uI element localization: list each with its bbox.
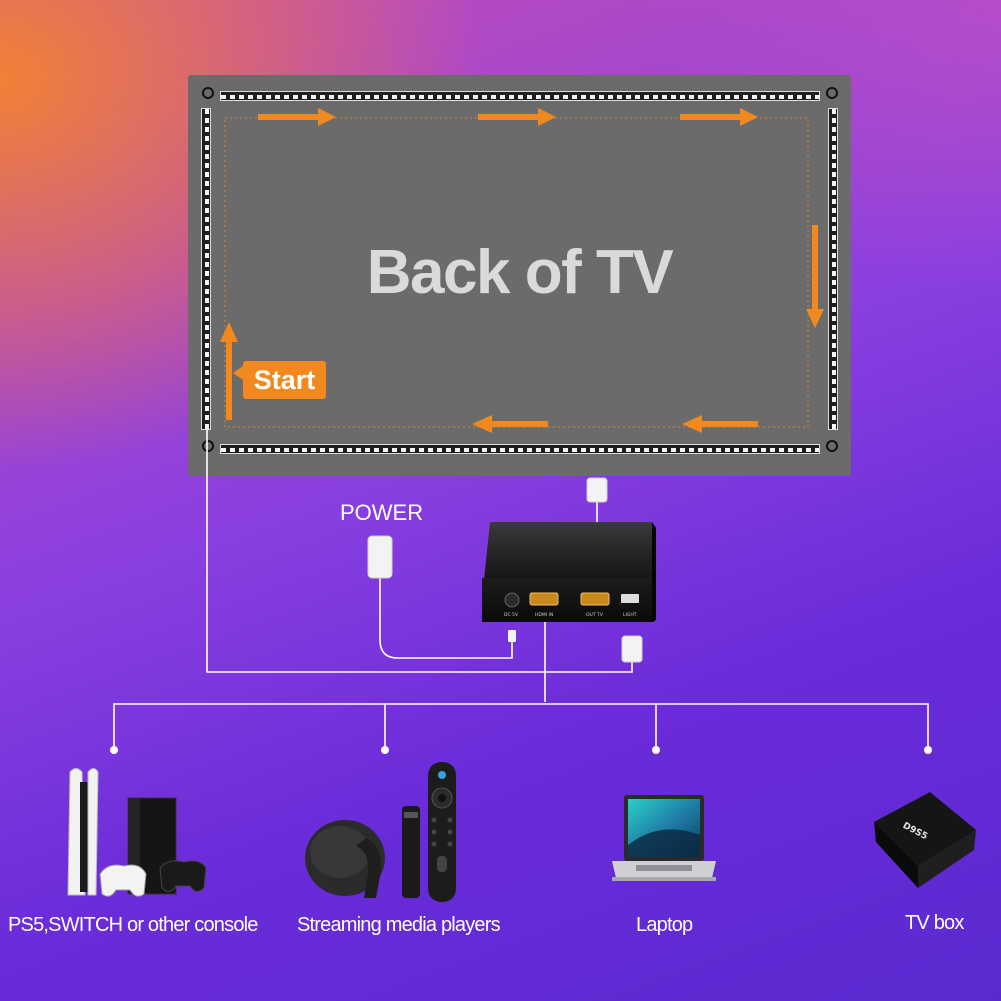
arrow-left-icon — [472, 415, 548, 433]
port-label-light: LIGHT — [623, 612, 637, 618]
hdmi-plug-icon — [586, 477, 608, 503]
corner-clip-icon — [202, 440, 214, 452]
dc-plug-icon — [508, 630, 516, 642]
device-label-laptop: Laptop — [636, 914, 693, 936]
device-label-streaming: Streaming media players — [297, 914, 501, 936]
led-strip-top — [220, 91, 820, 101]
hdmi-out-port-icon — [580, 592, 610, 606]
tv-label: Back of TV — [366, 238, 674, 307]
usb-power-plug-icon — [367, 535, 393, 579]
wires — [113, 430, 929, 752]
arrow-right-icon — [680, 108, 758, 126]
start-badge: Start — [233, 361, 326, 399]
led-strip-left — [201, 108, 211, 430]
port-label-dc: DC 5V — [504, 612, 519, 618]
power-label: POWER — [340, 500, 424, 525]
arrow-right-icon — [258, 108, 336, 126]
power-wire — [379, 578, 513, 659]
led-strip-bottom — [220, 444, 820, 454]
arrow-down-icon — [806, 225, 824, 328]
led-wire — [206, 430, 633, 673]
streaming-player-icon — [305, 762, 456, 902]
sync-box: DC 5V HDMI IN OUT TV LIGHT — [482, 522, 656, 622]
game-console-icon — [67, 768, 207, 897]
dc-port-icon — [504, 592, 520, 608]
wire-endpoints — [110, 746, 932, 754]
source-bus-wire — [113, 703, 929, 752]
start-label: Start — [253, 365, 316, 395]
corner-clip-icon — [826, 440, 838, 452]
port-label-hdmi-out: OUT TV — [586, 612, 604, 618]
tv-box-icon: D9S5 — [874, 792, 976, 888]
led-plug-icon — [621, 635, 643, 663]
direction-arrows — [220, 108, 824, 433]
led-strip-right — [828, 108, 838, 430]
corner-clip-icon — [202, 87, 214, 99]
device-label-console: PS5,SWITCH or other console — [8, 914, 258, 936]
light-port-icon — [621, 594, 639, 603]
device-label-tv-box: TV box — [905, 912, 964, 934]
hdmi-in-port-icon — [529, 592, 559, 606]
corner-clip-icon — [826, 87, 838, 99]
port-label-hdmi-in: HDMI IN — [535, 612, 553, 618]
laptop-icon — [612, 795, 716, 881]
arrow-right-icon — [478, 108, 556, 126]
arrow-up-icon — [220, 322, 238, 420]
tv-back-panel: Back of TV — [188, 75, 851, 476]
arrow-left-icon — [682, 415, 758, 433]
